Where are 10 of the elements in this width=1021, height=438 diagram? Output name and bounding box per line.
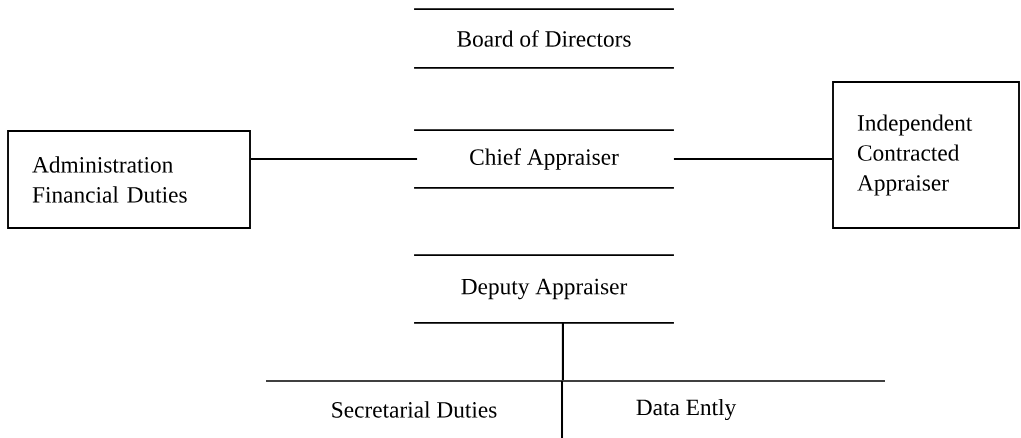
title-band: Board of Directors <box>413 8 675 69</box>
connector-line <box>673 158 833 160</box>
connector-line <box>561 322 564 381</box>
role-box: Independent Contracted Appraiser <box>832 81 1020 229</box>
role-box: Administration Financial Duties <box>7 130 251 229</box>
title-band: Deputy Appraiser <box>413 254 675 324</box>
title-band: Chief Appraiser <box>413 129 675 189</box>
table-cell: Data Ently <box>561 380 886 421</box>
connector-line <box>250 158 418 160</box>
table-cell: Secretarial Duties <box>265 380 563 418</box>
